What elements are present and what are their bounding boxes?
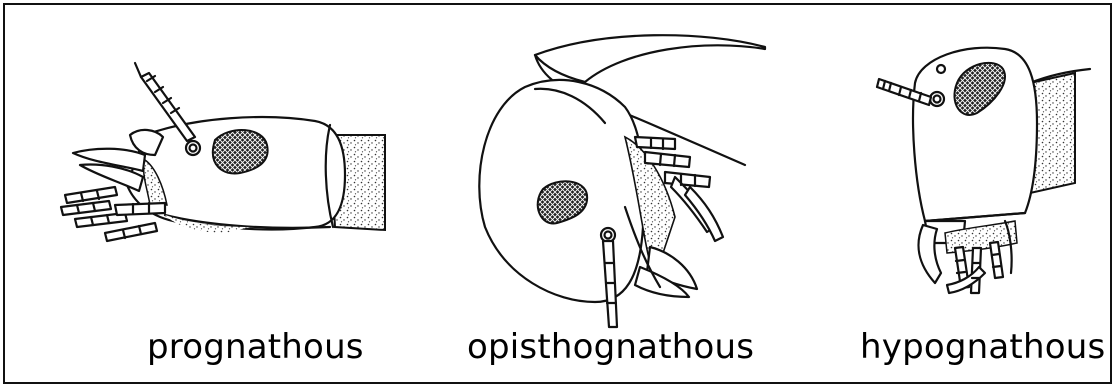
- label-opisthognathous: opisthognathous: [467, 327, 754, 367]
- antennal-socket: [186, 141, 200, 155]
- prognathous-head-drawing: [45, 55, 395, 285]
- opisthognathous-head-drawing: [475, 27, 795, 337]
- hypognathous-head-drawing: [845, 43, 1095, 303]
- mouthpart-palps: [947, 242, 1003, 293]
- pronotum: [535, 35, 765, 82]
- label-hypognathous: hypognathous: [860, 327, 1105, 367]
- antennal-socket: [930, 92, 944, 106]
- label-prognathous: prognathous: [147, 327, 364, 367]
- figure-frame: prognathous opisthognathous hypognathous: [3, 3, 1112, 384]
